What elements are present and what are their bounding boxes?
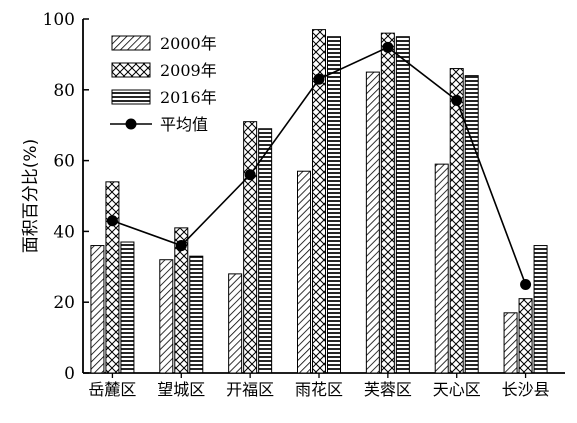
average-line <box>106 41 532 290</box>
legend-swatch-3 <box>111 89 151 105</box>
average-point <box>175 240 187 252</box>
x-category-label: 长沙县 <box>502 380 550 399</box>
x-category-label: 雨花区 <box>295 380 343 399</box>
legend-swatch-1 <box>111 35 151 51</box>
axes: 0 20 40 60 80 100 面积百分比(%) 岳麓区 望城区 开福区 雨花区 芙蓉区 天心区 长沙… <box>21 10 565 399</box>
y-tick-label: 100 <box>43 10 75 30</box>
y-axis-title: 面积百分比(%) <box>21 139 41 253</box>
average-point <box>313 73 325 85</box>
y-tick-label: 40 <box>53 222 75 242</box>
bar-1 <box>228 273 243 374</box>
bar-3 <box>533 245 548 374</box>
bar-3 <box>327 36 341 374</box>
bar-2 <box>105 181 120 374</box>
bar-2 <box>380 32 395 374</box>
bar-2 <box>312 29 326 374</box>
bar-3 <box>258 128 273 374</box>
average-point <box>451 94 463 106</box>
bar-3 <box>120 241 135 374</box>
bar-3 <box>395 36 410 374</box>
bar-1 <box>434 163 449 374</box>
average-point <box>106 215 118 227</box>
y-tick-label: 60 <box>53 152 75 172</box>
legend-label: 2000年 <box>160 34 217 53</box>
x-category-label: 天心区 <box>433 380 481 399</box>
bar-1 <box>503 312 518 374</box>
bar-1 <box>297 170 311 374</box>
bar-2 <box>174 227 189 374</box>
average-point <box>382 41 394 53</box>
y-tick-label: 0 <box>64 364 75 384</box>
x-category-label: 开福区 <box>226 380 274 399</box>
bar-2 <box>243 121 258 374</box>
bars <box>90 29 548 374</box>
bar-1 <box>90 245 105 374</box>
legend-label: 2009年 <box>160 61 217 80</box>
bar-1 <box>365 71 380 374</box>
x-category-label: 岳麓区 <box>88 380 136 399</box>
y-tick-label: 20 <box>53 293 75 313</box>
legend-swatch-2 <box>111 62 151 78</box>
y-tick-label: 80 <box>53 81 75 101</box>
bar-1 <box>159 259 174 374</box>
average-point <box>244 169 256 181</box>
bar-2 <box>449 68 464 374</box>
legend-marker <box>125 118 137 130</box>
bar-3 <box>464 75 479 374</box>
x-category-label: 望城区 <box>157 380 205 399</box>
x-category-label: 芙蓉区 <box>364 380 412 399</box>
bar-3 <box>189 255 204 374</box>
legend-label: 2016年 <box>160 88 217 107</box>
average-point <box>520 279 532 290</box>
bar-2 <box>518 298 533 374</box>
legend-label: 平均值 <box>160 115 208 134</box>
